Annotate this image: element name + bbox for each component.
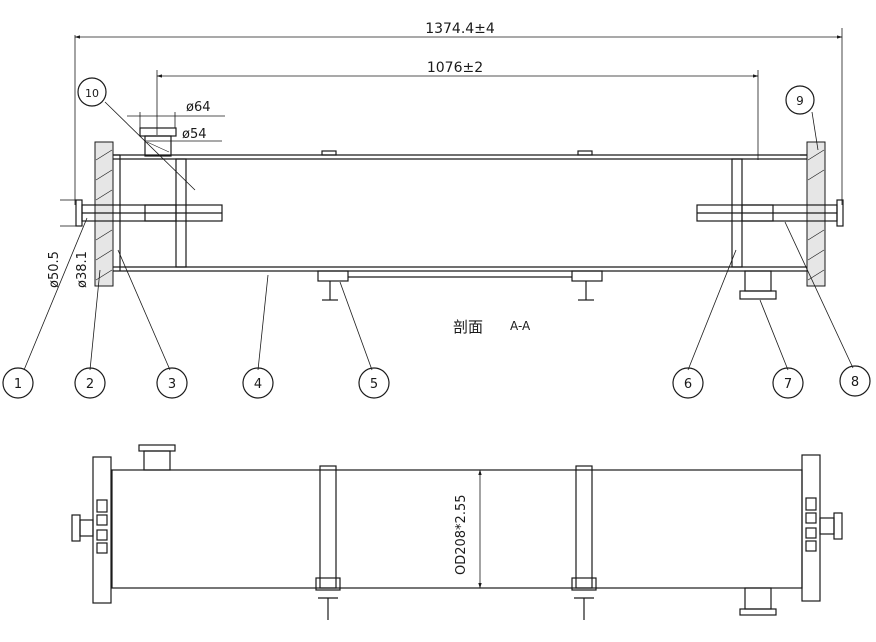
svg-text:10: 10 [85, 87, 99, 100]
balloon-6: 6 [672, 367, 704, 399]
svg-text:1: 1 [14, 377, 22, 392]
overall-length-label: 1374.4±4 [425, 21, 495, 37]
dimension-nozzle: ø64 ø54 [127, 100, 225, 142]
section-label-code: A-A [510, 319, 531, 333]
leader-lines [23, 101, 854, 371]
inlet-outer-label: ø50.5 [47, 251, 62, 288]
section-label-text: 剖面 [453, 318, 483, 336]
top-nozzle [139, 127, 177, 157]
dimension-shell-diameter: OD208*2.55 [454, 469, 482, 589]
svg-text:7: 7 [784, 377, 792, 392]
nozzle-outer-label: ø64 [186, 100, 211, 115]
balloon-8: 8 [839, 365, 871, 397]
exterior-view: OD208*2.55 [71, 444, 843, 620]
inlet-inner-label: ø38.1 [75, 251, 90, 288]
dimension-tube-length: 1076±2 [156, 60, 759, 160]
balloon-3: 3 [156, 367, 188, 399]
svg-text:6: 6 [684, 377, 692, 392]
left-inlet [75, 158, 223, 268]
section-view: 1374.4±4 1076±2 ø64 ø54 [2, 21, 871, 399]
dimension-inlet: ø50.5 ø38.1 [47, 199, 90, 288]
balloon-2: 2 [74, 367, 106, 399]
nozzle-inner-label: ø54 [182, 127, 207, 142]
balloon-10: 10 [77, 77, 107, 107]
shell-diameter-label: OD208*2.55 [454, 494, 469, 575]
tube-length-label: 1076±2 [427, 60, 483, 76]
section-label: 剖面 A-A [453, 318, 531, 336]
svg-text:8: 8 [851, 375, 859, 390]
balloon-9: 9 [785, 85, 815, 115]
svg-text:2: 2 [86, 377, 94, 392]
bottom-nozzle [739, 270, 777, 300]
balloon-4: 4 [242, 367, 274, 399]
right-flange [800, 141, 826, 287]
svg-text:9: 9 [796, 94, 804, 108]
shell [110, 150, 810, 272]
left-flange [94, 141, 121, 287]
supports-section [317, 270, 603, 301]
svg-text:4: 4 [254, 377, 262, 392]
right-outlet [696, 158, 844, 268]
balloon-1: 1 [2, 367, 34, 399]
svg-text:3: 3 [168, 377, 176, 392]
svg-text:5: 5 [370, 377, 378, 392]
balloon-7: 7 [772, 367, 804, 399]
balloon-5: 5 [358, 367, 390, 399]
dimension-overall-length: 1374.4±4 [74, 21, 843, 205]
